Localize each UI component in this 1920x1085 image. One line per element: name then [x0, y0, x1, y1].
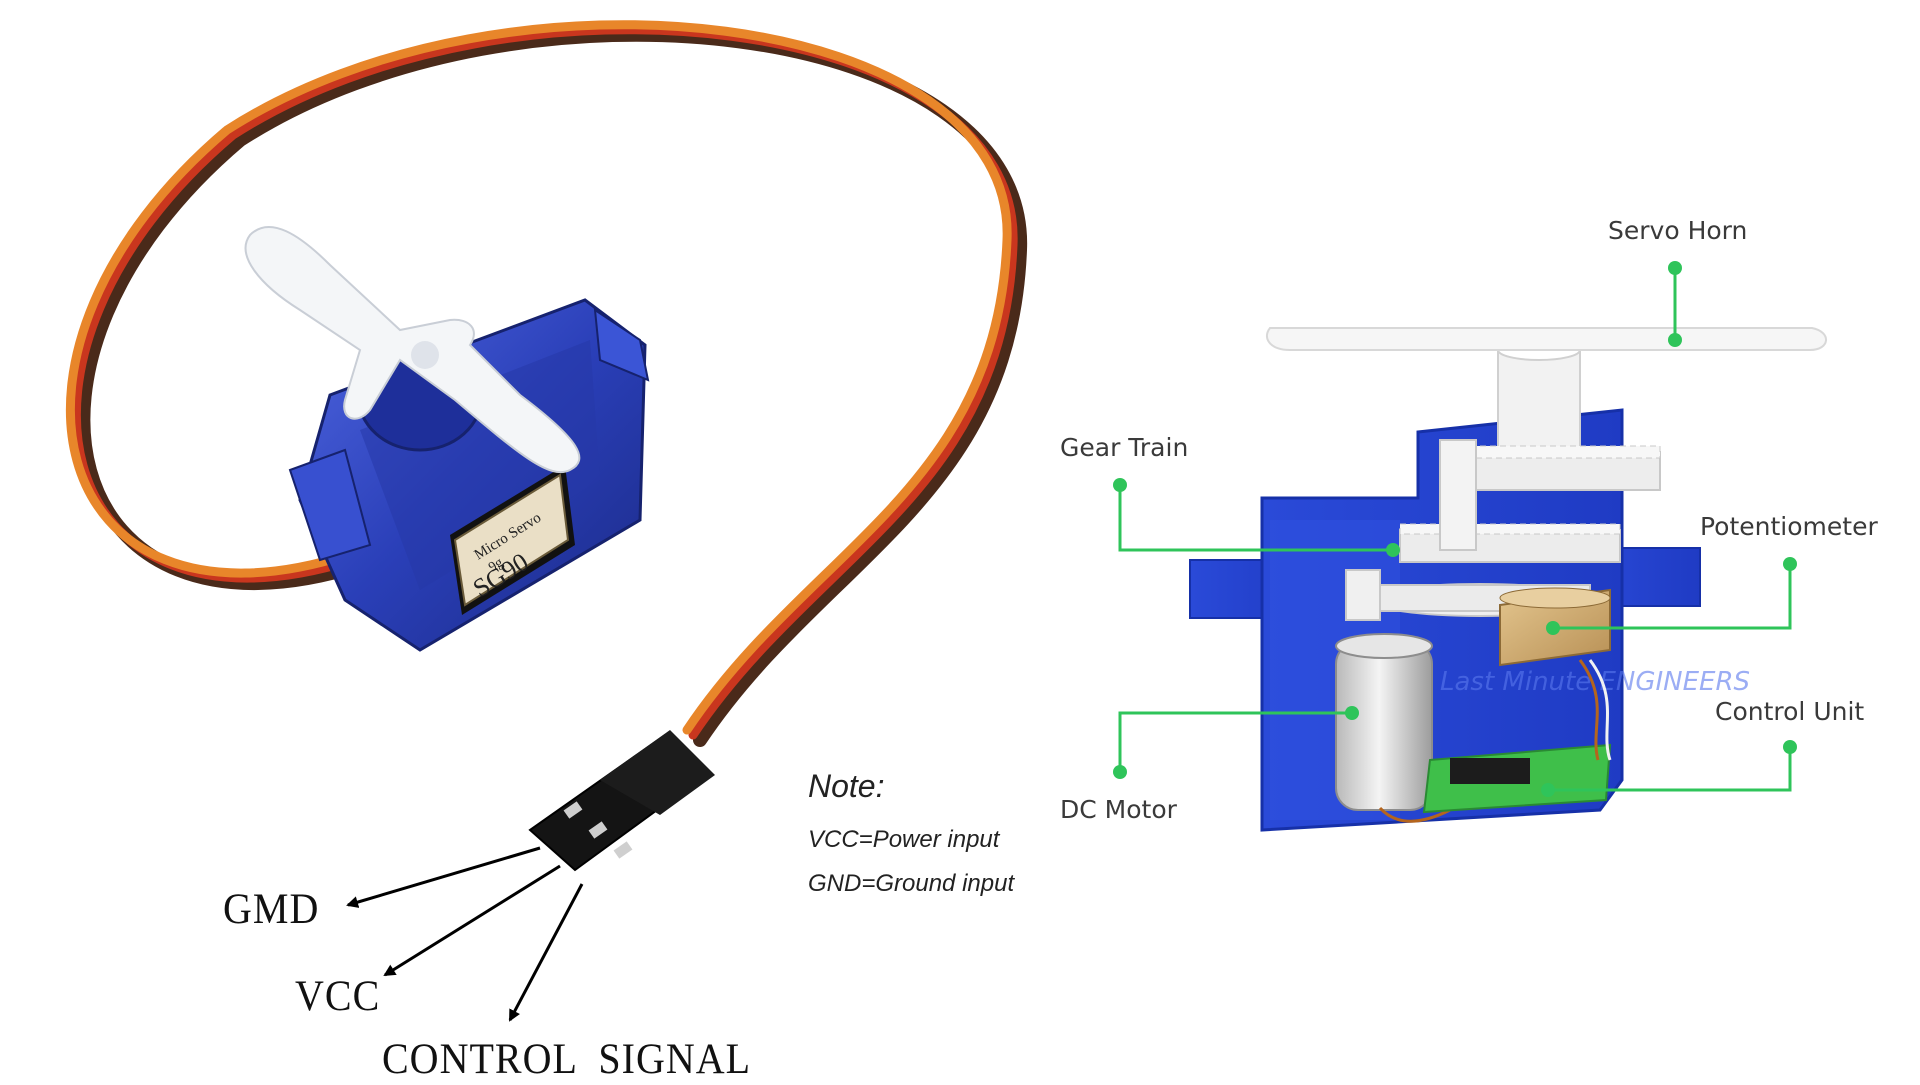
- callout-control-unit: Control Unit: [1715, 697, 1865, 726]
- pin-label-vcc: VCC: [295, 971, 381, 1020]
- arrow-icon: [383, 864, 561, 977]
- servo-body: [288, 298, 650, 652]
- dc-motor: [1335, 633, 1451, 823]
- control-pcb: [1422, 659, 1612, 814]
- pin-label-signal: CONTROL SIGNAL: [382, 1034, 752, 1083]
- leader-dots: [1113, 261, 1797, 797]
- note-line-vcc: VCC=Power input: [808, 826, 1000, 853]
- arrow-icon: [508, 883, 584, 1022]
- servo-connector: [528, 730, 715, 872]
- callout-dc-motor: DC Motor: [1060, 795, 1177, 824]
- leader-control-unit: [1548, 747, 1792, 792]
- servo-label: Micro Servo 9g SG90: [450, 465, 575, 615]
- callout-gear-train: Gear Train: [1060, 433, 1189, 462]
- note-title: Note:: [808, 768, 885, 804]
- pin-label-gnd: GMD: [223, 884, 320, 933]
- leader-gear-train: [1118, 485, 1393, 552]
- leader-potentiometer: [1553, 564, 1792, 630]
- servo-cable: [65, 20, 1028, 747]
- servo-horn: [244, 225, 581, 474]
- arrow-icon: [346, 846, 541, 908]
- callout-potentiometer: Potentiometer: [1700, 512, 1878, 541]
- servo-label-line2: 9g: [486, 555, 506, 575]
- horn-shaft: [1497, 339, 1581, 461]
- leader-dc-motor: [1118, 711, 1352, 772]
- callout-servo-horn: Servo Horn: [1608, 216, 1748, 245]
- cutaway-servo-horn: [1265, 327, 1827, 351]
- pin-arrows: [346, 846, 584, 1022]
- leader-lines: [1118, 268, 1792, 792]
- note-line-gnd: GND=Ground input: [808, 870, 1015, 897]
